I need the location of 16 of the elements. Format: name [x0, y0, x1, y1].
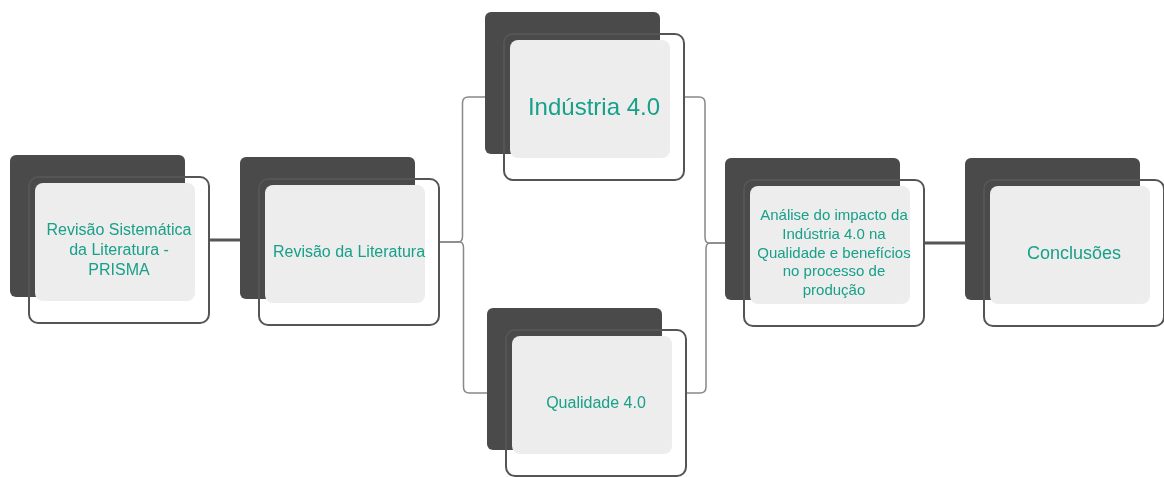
- process-box: [965, 158, 1164, 327]
- connector-line: [210, 238, 240, 242]
- box-label: Revisão da Literatura: [272, 242, 426, 262]
- process-box: [10, 155, 210, 324]
- box-label: Indústria 4.0: [527, 92, 661, 122]
- box-label: Qualidade 4.0: [546, 393, 646, 413]
- box-label: Análise do impacto da Indústria 4.0 na Qualidade e benefícios no processo de produção: [756, 206, 912, 300]
- connector-line: [439, 241, 488, 394]
- process-box: [487, 308, 687, 477]
- process-box: [240, 157, 440, 326]
- box-label: Conclusões: [1026, 241, 1122, 265]
- box-label: Revisão Sistemática da Literatura - PRISMA: [45, 220, 193, 280]
- process-box: [725, 158, 925, 327]
- connector-line: [686, 242, 726, 394]
- process-box: [485, 12, 685, 181]
- connector-line: [925, 241, 965, 245]
